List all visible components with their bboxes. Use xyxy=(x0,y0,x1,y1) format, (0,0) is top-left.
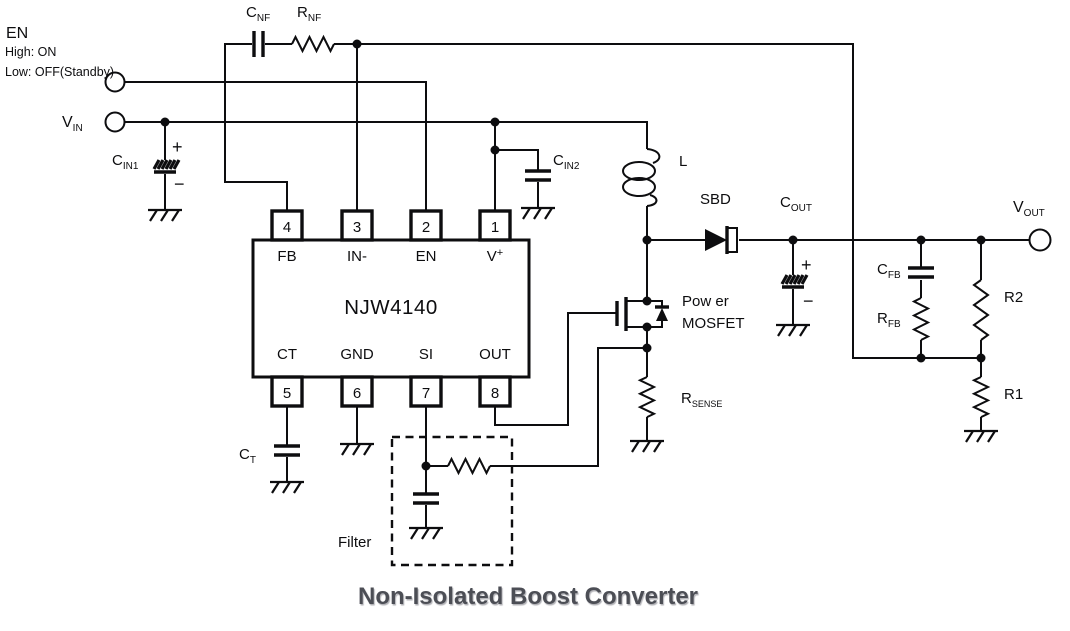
capacitor-cnf xyxy=(252,31,265,57)
ic-njw4140: 4 3 2 1 5 6 7 8 FB IN- EN V+ CT GND SI O… xyxy=(251,209,531,408)
capacitor-cin1: + − xyxy=(152,137,185,194)
filter-dashed-box xyxy=(390,435,514,567)
cin1-plus-sign: + xyxy=(172,137,183,157)
ic-body xyxy=(251,238,531,379)
pin-label-gnd: GND xyxy=(340,346,374,363)
pin-number-6: 6 xyxy=(353,385,361,402)
mosfet-stubs xyxy=(626,300,647,328)
pin-number-3: 3 xyxy=(353,219,361,236)
ground-cin2 xyxy=(521,206,555,220)
ic-part-number: NJW4140 xyxy=(344,296,438,319)
resistor-rsense xyxy=(637,376,657,419)
ground-symbols xyxy=(148,206,998,540)
inductor-label: L xyxy=(679,153,687,170)
vin-terminal xyxy=(104,111,126,133)
resistor-rnf xyxy=(291,34,335,54)
pin-box-8 xyxy=(478,375,512,408)
wire-vin xyxy=(125,121,648,149)
capacitor-ct xyxy=(274,444,300,457)
resistor-rfb xyxy=(911,297,931,341)
mosfet-label-line2: MOSFET xyxy=(682,315,745,332)
resistors xyxy=(291,34,991,476)
pin-label-out: OUT xyxy=(479,346,511,363)
capacitors: + − + − xyxy=(152,31,934,505)
resistor-r2 xyxy=(972,279,990,341)
cin2-label: CIN2 xyxy=(553,152,580,172)
en-note-heading: EN xyxy=(6,25,28,42)
vout-terminal xyxy=(1028,228,1052,252)
pin-box-5 xyxy=(270,375,304,408)
cin1-label: CIN1 xyxy=(112,152,139,172)
power-mosfet xyxy=(615,297,669,331)
pin-box-7 xyxy=(409,375,443,408)
pin-number-8: 8 xyxy=(491,385,499,402)
en-terminal xyxy=(104,71,126,93)
pin-box-1 xyxy=(478,209,512,242)
rnf-label: RNF xyxy=(297,4,321,24)
cout-label: COUT xyxy=(780,194,812,214)
junction-dots xyxy=(160,39,986,471)
resistor-filter xyxy=(447,456,491,476)
filter-label: Filter xyxy=(338,534,371,551)
resistor-r1 xyxy=(971,376,991,419)
mosfet-label-line1: Pow er xyxy=(682,293,729,310)
pin-number-4: 4 xyxy=(283,219,291,236)
cin1-minus-sign: − xyxy=(174,174,185,194)
labels: EN High: ON Low: OFF(Standby) CNF RNF VI… xyxy=(5,4,1045,610)
r2-label: R2 xyxy=(1004,289,1023,306)
pin-box-3 xyxy=(340,209,374,242)
wire-en xyxy=(125,81,427,211)
schottky-diode xyxy=(705,226,738,254)
ground-r1 xyxy=(964,429,998,443)
ground-cout xyxy=(776,323,810,337)
ground-filter xyxy=(409,526,443,540)
pin-number-7: 7 xyxy=(422,385,430,402)
mosfet-body-diode xyxy=(647,300,669,328)
capacitor-cin2 xyxy=(525,169,551,182)
cfb-label: CFB xyxy=(877,261,901,281)
pin-label-fb: FB xyxy=(277,248,296,265)
capacitor-cfb xyxy=(908,266,934,279)
pin-number-5: 5 xyxy=(283,385,291,402)
wire-sense xyxy=(490,347,647,467)
ground-ct xyxy=(270,480,304,494)
r1-label: R1 xyxy=(1004,386,1023,403)
cout-minus-sign: − xyxy=(803,291,814,311)
wire-cin2 xyxy=(495,149,539,208)
pin-box-2 xyxy=(409,209,443,242)
sbd-label: SBD xyxy=(700,191,731,208)
ct-label: CT xyxy=(239,446,256,466)
pin-box-6 xyxy=(340,375,374,408)
schematic-title: Non-Isolated Boost Converter xyxy=(358,583,698,610)
wire-output-rail xyxy=(646,206,1029,241)
pin-label-en: EN xyxy=(416,248,437,265)
pin-label-si: SI xyxy=(419,346,433,363)
rfb-label: RFB xyxy=(877,310,901,330)
pin-label-ct: CT xyxy=(277,346,297,363)
wire-gate-drive xyxy=(494,312,616,426)
pin-label-vplus: V+ xyxy=(487,247,503,265)
pin-label-inminus: IN- xyxy=(347,248,367,265)
cnf-label: CNF xyxy=(246,4,270,24)
vout-label: VOUT xyxy=(1013,199,1045,219)
rsense-label: RSENSE xyxy=(681,390,722,409)
en-note-low: Low: OFF(Standby) xyxy=(5,65,114,79)
ground-rsense xyxy=(630,439,664,453)
en-note-high: High: ON xyxy=(5,45,56,59)
pin-number-1: 1 xyxy=(491,219,499,236)
inductor-coil xyxy=(622,148,661,207)
ground-cin1 xyxy=(148,208,182,222)
vin-label: VIN xyxy=(62,114,83,134)
wire-fb xyxy=(224,43,292,211)
pin-number-2: 2 xyxy=(422,219,430,236)
capacitor-filter xyxy=(413,492,439,505)
ground-pin6 xyxy=(340,442,374,456)
pin-box-4 xyxy=(270,209,304,242)
cout-plus-sign: + xyxy=(801,255,812,275)
capacitor-cout: + − xyxy=(780,255,814,311)
